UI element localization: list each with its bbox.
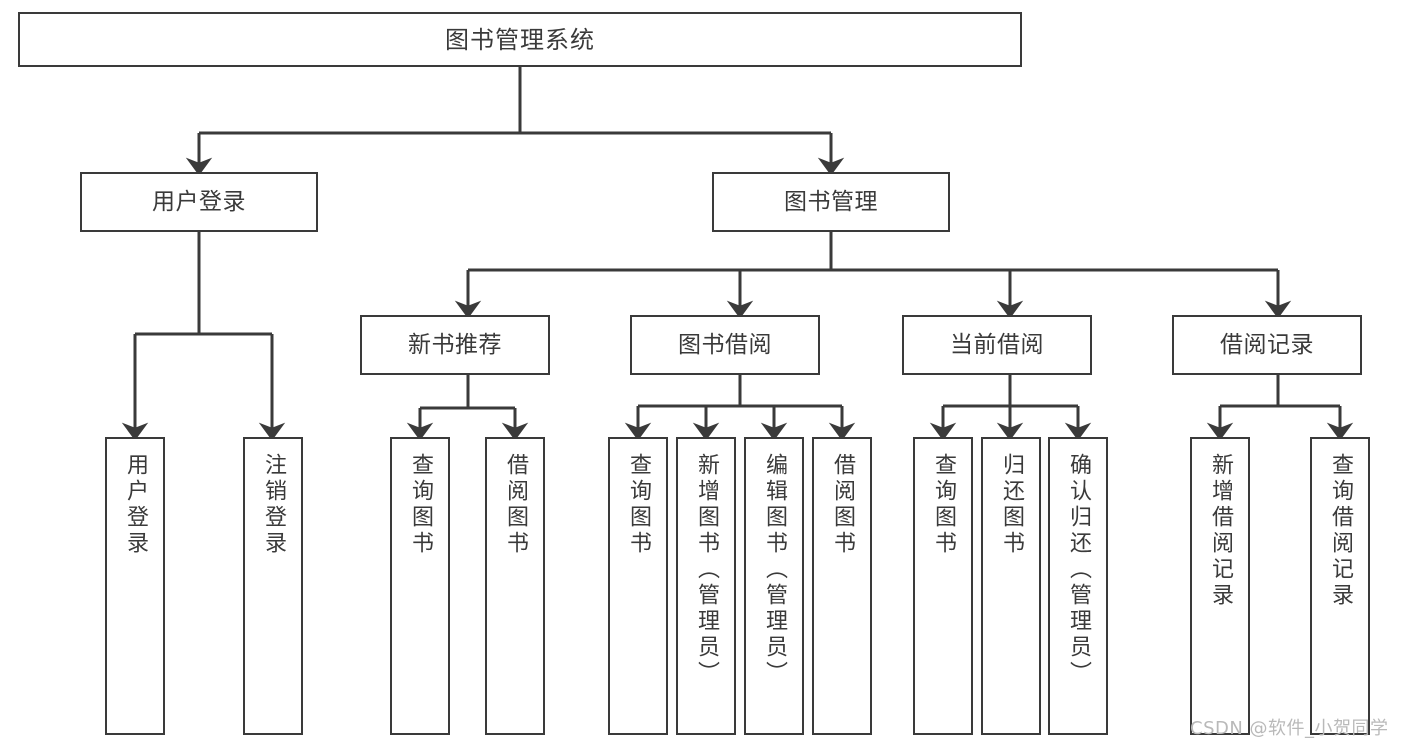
leaf-return-book-label: 归还图书 [999,453,1024,557]
node-new-book-recommend[interactable]: 新书推荐 [360,315,550,375]
leaf-user-login[interactable]: 用户登录 [105,437,165,735]
node-book-borrow[interactable]: 图书借阅 [630,315,820,375]
leaf-edit-book-label: 编辑图书（管理员） [762,453,787,687]
leaf-add-record[interactable]: 新增借阅记录 [1190,437,1250,735]
leaf-logout-label: 注销登录 [261,453,286,557]
leaf-return-book[interactable]: 归还图书 [981,437,1041,735]
node-book-manage[interactable]: 图书管理 [712,172,950,232]
leaf-query-book-2-label: 查询图书 [626,453,651,557]
node-borrow-record-label: 借阅记录 [1220,331,1314,358]
leaf-borrow-book-2[interactable]: 借阅图书 [812,437,872,735]
node-borrow-record[interactable]: 借阅记录 [1172,315,1362,375]
node-book-manage-label: 图书管理 [784,188,878,215]
node-book-borrow-label: 图书借阅 [678,331,772,358]
node-root[interactable]: 图书管理系统 [18,12,1022,67]
leaf-add-book[interactable]: 新增图书（管理员） [676,437,736,735]
leaf-edit-book[interactable]: 编辑图书（管理员） [744,437,804,735]
leaf-borrow-book-1[interactable]: 借阅图书 [485,437,545,735]
leaf-query-book-3-label: 查询图书 [931,453,956,557]
leaf-query-book-3[interactable]: 查询图书 [913,437,973,735]
node-root-label: 图书管理系统 [445,25,595,54]
leaf-query-book-1[interactable]: 查询图书 [390,437,450,735]
leaf-confirm-return-label: 确认归还（管理员） [1066,453,1091,687]
leaf-logout[interactable]: 注销登录 [243,437,303,735]
leaf-query-book-1-label: 查询图书 [408,453,433,557]
leaf-add-record-label: 新增借阅记录 [1208,453,1233,609]
node-current-borrow-label: 当前借阅 [950,331,1044,358]
leaf-borrow-book-1-label: 借阅图书 [503,453,528,557]
node-new-book-recommend-label: 新书推荐 [408,331,502,358]
leaf-add-book-label: 新增图书（管理员） [694,453,719,687]
leaf-user-login-label: 用户登录 [123,453,148,557]
node-current-borrow[interactable]: 当前借阅 [902,315,1092,375]
leaf-query-record[interactable]: 查询借阅记录 [1310,437,1370,735]
csdn-watermark: CSDN @软件_小贺同学 [1190,718,1389,739]
leaf-query-record-label: 查询借阅记录 [1328,453,1353,609]
node-user-login-label: 用户登录 [152,188,246,215]
leaf-confirm-return[interactable]: 确认归还（管理员） [1048,437,1108,735]
leaf-borrow-book-2-label: 借阅图书 [830,453,855,557]
leaf-query-book-2[interactable]: 查询图书 [608,437,668,735]
node-user-login[interactable]: 用户登录 [80,172,318,232]
